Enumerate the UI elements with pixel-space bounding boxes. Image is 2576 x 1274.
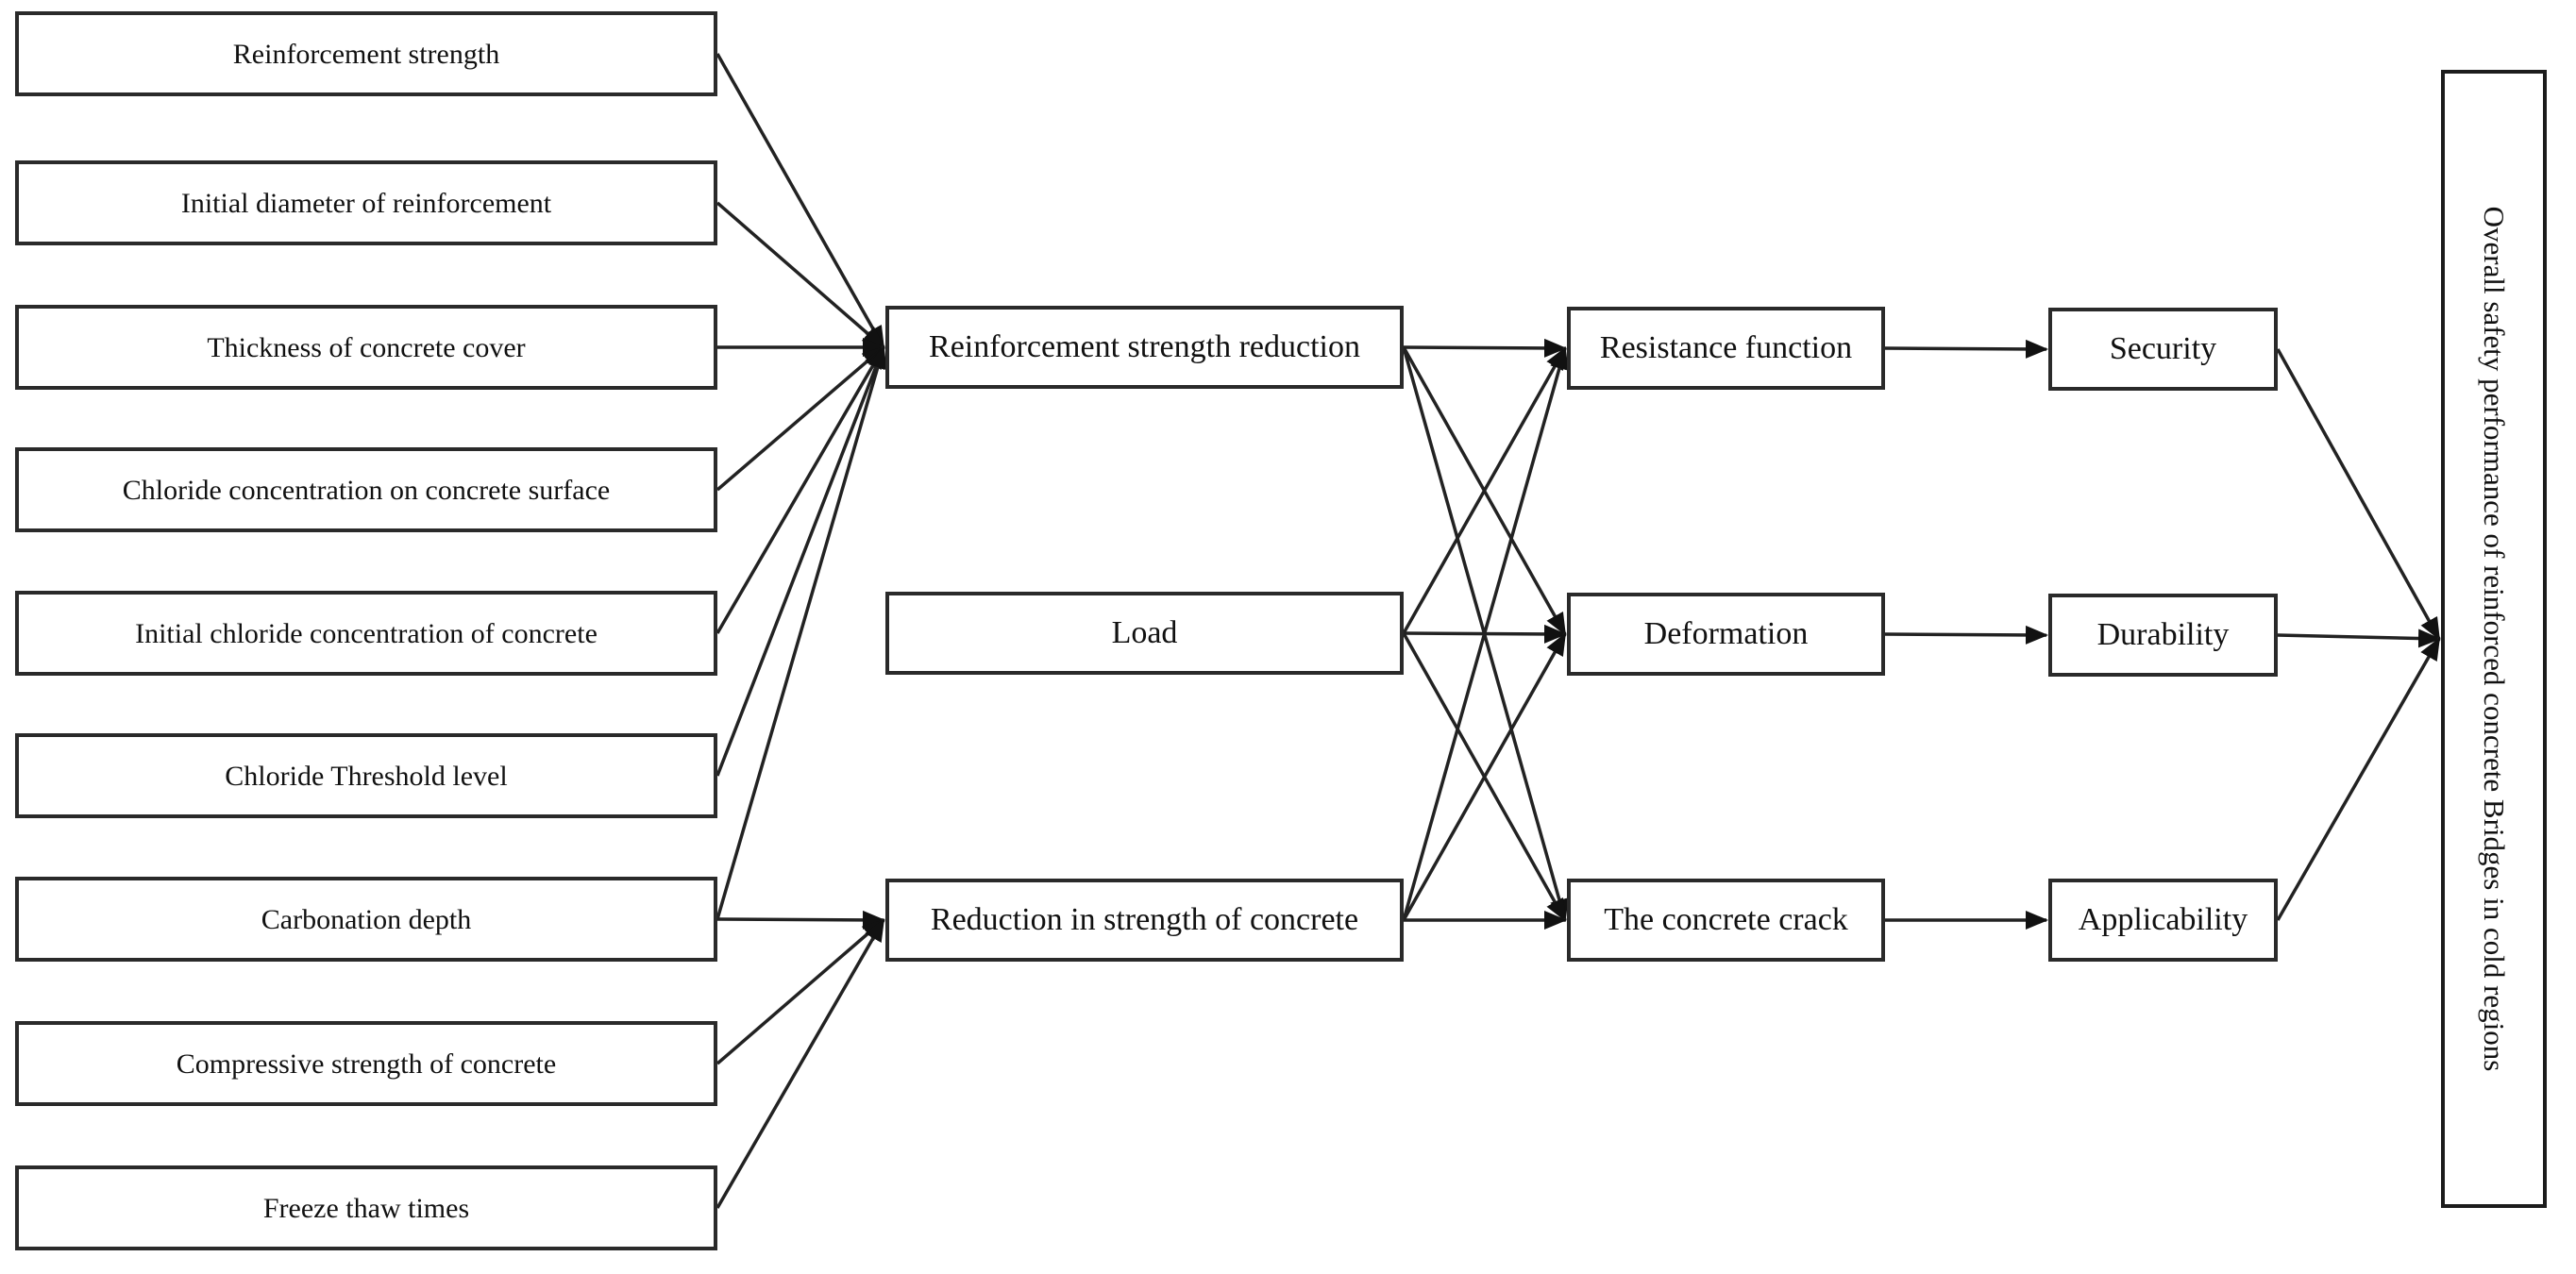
edge-strength-reduction-steel-to-resistance-function: [1403, 338, 1567, 358]
edge-initial-diameter-to-strength-reduction-steel: [716, 201, 885, 349]
node-concrete-crack: The concrete crack: [1567, 879, 1885, 962]
node-initial-diameter: Initial diameter of reinforcement: [15, 160, 717, 245]
node-label: Load: [1111, 615, 1178, 651]
node-carbonation-depth: Carbonation depth: [15, 877, 717, 962]
edge-carbonation-depth-to-strength-reduction-steel: [716, 345, 887, 920]
edge-security-to-goal: [2276, 348, 2441, 641]
edge-deformation-to-durability: [1884, 625, 2048, 645]
node-chloride-initial: Initial chloride concentration of concre…: [15, 591, 717, 676]
edge-chloride-initial-to-strength-reduction-steel: [716, 345, 885, 634]
edge-strength-reduction-concrete-to-resistance-function: [1402, 346, 1569, 921]
edge-durability-to-goal: [2277, 629, 2441, 648]
node-freeze-thaw: Freeze thaw times: [15, 1165, 717, 1250]
node-label: Durability: [2096, 617, 2230, 653]
edge-resistance-function-to-security: [1884, 339, 2048, 359]
node-label: Carbonation depth: [261, 903, 472, 935]
edge-load-to-resistance-function: [1402, 346, 1567, 634]
node-reinforcement-strength: Reinforcement strength: [15, 11, 717, 96]
node-label: Thickness of concrete cover: [207, 331, 526, 363]
node-label: Resistance function: [1599, 330, 1853, 366]
node-label: Freeze thaw times: [262, 1192, 470, 1224]
node-resistance-function: Resistance function: [1567, 307, 1885, 390]
node-label: Reinforcement strength: [232, 38, 500, 70]
node-label: Chloride concentration on concrete surfa…: [122, 474, 611, 506]
node-load: Load: [885, 592, 1404, 675]
node-label: Initial diameter of reinforcement: [180, 187, 552, 219]
goal-label: Overall safety performance of reinforced…: [2478, 206, 2511, 1072]
node-goal: Overall safety performance of reinforced…: [2441, 70, 2547, 1208]
node-strength-reduction-steel: Reinforcement strength reduction: [885, 306, 1404, 389]
edge-chloride-surface-to-strength-reduction-steel: [716, 345, 885, 492]
node-cover-thickness: Thickness of concrete cover: [15, 305, 717, 390]
node-label: Reinforcement strength reduction: [929, 329, 1360, 365]
node-label: Chloride Threshold level: [225, 760, 508, 792]
node-label: The concrete crack: [1604, 902, 1848, 938]
node-label: Security: [2109, 331, 2217, 367]
node-strength-reduction-concrete: Reduction in strength of concrete: [885, 879, 1404, 962]
edge-reinforcement-strength-to-strength-reduction-steel: [716, 53, 885, 349]
edge-strength-reduction-concrete-to-deformation: [1402, 632, 1567, 921]
node-chloride-surface: Chloride concentration on concrete surfa…: [15, 447, 717, 532]
node-label: Reduction in strength of concrete: [930, 902, 1359, 938]
node-durability: Durability: [2048, 594, 2278, 677]
edge-carbonation-depth-to-strength-reduction-concrete: [716, 910, 885, 930]
node-applicability: Applicability: [2048, 879, 2278, 962]
node-label: Initial chloride concentration of concre…: [135, 617, 598, 649]
edge-compressive-strength-to-strength-reduction-concrete: [716, 918, 885, 1065]
edge-freeze-thaw-to-strength-reduction-concrete: [716, 918, 885, 1209]
node-label: Compressive strength of concrete: [176, 1048, 557, 1080]
node-compressive-strength: Compressive strength of concrete: [15, 1021, 717, 1106]
node-deformation: Deformation: [1567, 593, 1885, 676]
node-label: Applicability: [2078, 902, 2248, 938]
edge-applicability-to-goal: [2276, 637, 2441, 921]
node-security: Security: [2048, 308, 2278, 391]
node-chloride-threshold: Chloride Threshold level: [15, 733, 717, 818]
edge-chloride-threshold-to-strength-reduction-steel: [716, 345, 885, 777]
node-label: Deformation: [1643, 616, 1809, 652]
